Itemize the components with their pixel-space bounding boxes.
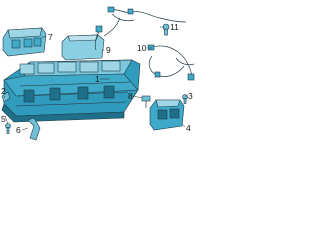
callout-5: 5 [1,114,6,124]
callout-4: 4 [186,123,191,133]
part-10-wire-harness [147,44,195,81]
part-9-cover-plate [61,34,105,61]
part-4-junction-box [149,99,185,131]
callout-7: 7 [48,32,53,42]
battery-pack-exploded-diagram: 7 9 11 10 1 2 8 3 4 5 6 [1,6,195,141]
callout-9: 9 [106,45,111,55]
part-11-bolt [162,23,170,36]
wire-harness-upper [94,6,187,51]
part-8-connector [141,95,151,108]
callout-1: 1 [95,74,100,84]
part-1-battery-pack [1,59,141,123]
callout-3: 3 [188,91,193,101]
part-2-bracket [1,91,11,103]
callout-11: 11 [170,22,179,32]
callout-2: 2 [1,86,6,96]
leader-lines [3,26,187,131]
part-6-strap [27,117,41,141]
part-7-bracket-assembly [2,27,47,57]
callout-6: 6 [16,125,21,135]
callout-10: 10 [137,43,147,53]
callout-8: 8 [128,91,133,101]
part-5-bolt [5,123,11,134]
